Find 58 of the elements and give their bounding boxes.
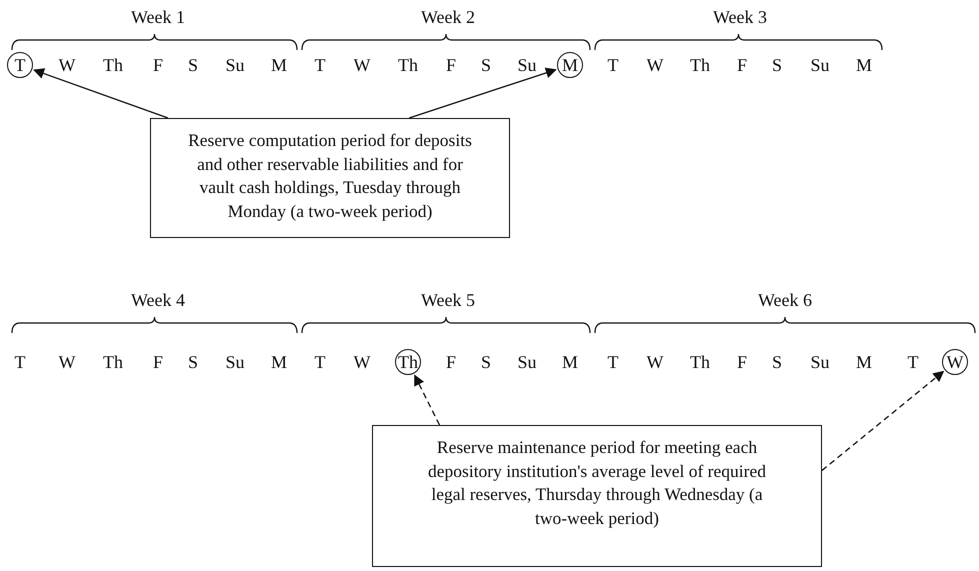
day-label: S — [188, 353, 198, 371]
day-label: S — [772, 56, 782, 74]
day-label: F — [153, 353, 163, 371]
day-label: T — [314, 56, 326, 74]
day-label: W — [58, 56, 76, 74]
week-label: Week 4 — [130, 291, 186, 309]
day-label: Th — [103, 56, 123, 74]
day-label: T — [14, 353, 26, 371]
day-label: S — [772, 353, 782, 371]
circled-day: M — [557, 52, 583, 78]
day-label: Su — [226, 353, 244, 371]
note-text: Reserve computation period for deposits and other reservable liabilities and for vault cash holdings, Tuesday through Monday (a two-week period) — [187, 129, 473, 223]
day-label: M — [856, 353, 872, 371]
day-label: T — [608, 353, 618, 371]
day-label: F — [737, 56, 747, 74]
day-label: M — [271, 56, 287, 74]
day-label: M — [562, 353, 578, 371]
day-label: Su — [810, 353, 830, 371]
day-label: W — [58, 353, 76, 371]
note-box — [372, 425, 822, 567]
day-label: F — [446, 56, 456, 74]
day-label: T — [908, 353, 918, 371]
note-box — [150, 118, 510, 238]
day-label: W — [354, 353, 370, 371]
circled-day: Th — [395, 349, 421, 375]
day-label: Su — [226, 56, 244, 74]
arrow — [33, 68, 168, 119]
day-label: F — [737, 353, 747, 371]
day-label: Th — [398, 56, 418, 74]
day-label: T — [314, 353, 326, 371]
day-label: S — [481, 56, 491, 74]
arrow — [822, 370, 944, 471]
circled-day: W — [942, 349, 968, 375]
arrow — [409, 68, 557, 119]
circled-day: T — [7, 52, 33, 78]
day-label: S — [481, 353, 491, 371]
day-label: F — [153, 56, 163, 74]
day-label: Th — [103, 353, 123, 371]
week-label: Week 1 — [130, 8, 186, 26]
day-label: W — [646, 56, 664, 74]
day-label: M — [271, 353, 287, 371]
week-label: Week 6 — [758, 291, 812, 309]
note-text: Reserve maintenance period for meeting each depository institution's average level of required legal reserves, Thursday through Wednesday (a two-week period) — [427, 436, 767, 530]
day-label: T — [608, 56, 618, 74]
week-label: Week 2 — [420, 8, 476, 26]
day-label: S — [188, 56, 198, 74]
day-label: Su — [810, 56, 830, 74]
day-label: Th — [690, 56, 710, 74]
day-label: M — [856, 56, 872, 74]
week-label: Week 5 — [420, 291, 476, 309]
week-label: Week 3 — [712, 8, 768, 26]
day-label: W — [354, 56, 370, 74]
arrow — [414, 374, 440, 426]
day-label: Su — [518, 56, 536, 74]
day-label: F — [446, 353, 456, 371]
day-label: Su — [518, 353, 536, 371]
day-label: W — [646, 353, 664, 371]
day-label: Th — [690, 353, 710, 371]
